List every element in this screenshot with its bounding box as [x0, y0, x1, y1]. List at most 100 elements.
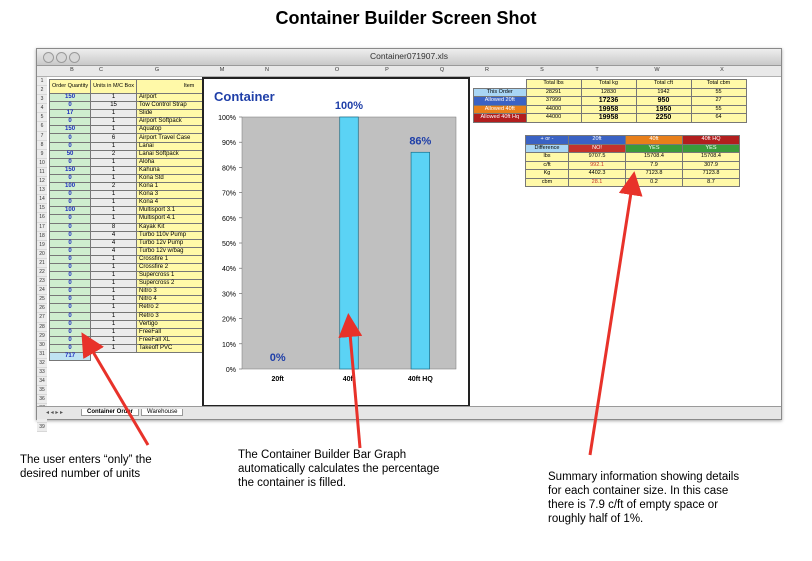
row-number[interactable]: 2 — [37, 86, 47, 96]
row-number[interactable]: 29 — [37, 331, 47, 341]
row-number[interactable]: 18 — [37, 231, 47, 241]
tab-warehouse[interactable]: Warehouse — [141, 409, 184, 416]
y-tick-label: 50% — [222, 241, 236, 248]
row-number[interactable]: 23 — [37, 277, 47, 287]
row-number[interactable]: 6 — [37, 122, 47, 132]
window-title: Container071907.xls — [370, 51, 448, 61]
annotation-line: automatically calculates the percentage — [238, 463, 440, 475]
y-tick-label: 40% — [222, 266, 236, 273]
row-number[interactable]: 9 — [37, 149, 47, 159]
row-number[interactable]: 1 — [37, 77, 47, 87]
col-letter[interactable]: P — [385, 67, 389, 73]
col-letter[interactable]: T — [595, 67, 599, 73]
zoom-button[interactable] — [69, 52, 80, 63]
annotation-middle: The Container Builder Bar Graph automati… — [238, 448, 439, 490]
x-tick-label: 20ft — [271, 376, 284, 383]
row-number[interactable]: 39 — [37, 422, 47, 432]
row-number[interactable]: 34 — [37, 377, 47, 387]
difference-value: 8.7 — [682, 177, 740, 187]
col-letter[interactable]: S — [540, 67, 544, 73]
minimize-button[interactable] — [56, 52, 67, 63]
y-tick-label: 60% — [222, 216, 236, 223]
row-number[interactable]: 4 — [37, 104, 47, 114]
annotation-right: Summary information showing details for … — [548, 470, 739, 526]
col-letter[interactable]: N — [265, 67, 269, 73]
bar-2 — [410, 151, 430, 370]
col-letter[interactable]: X — [720, 67, 724, 73]
row-number[interactable]: 33 — [37, 368, 47, 378]
row-number[interactable]: 3 — [37, 95, 47, 105]
row-number[interactable]: 13 — [37, 186, 47, 196]
arrow-to-bar — [338, 313, 363, 449]
annotation-line: desired number of units — [20, 468, 141, 480]
summary-header — [473, 79, 526, 88]
row-number[interactable]: 24 — [37, 286, 47, 296]
row-number[interactable]: 36 — [37, 395, 47, 405]
row-number[interactable]: 8 — [37, 140, 47, 150]
annotation-line: there is 7.9 c/ft of empty space or — [548, 499, 719, 511]
annotation-line: for each container size. In this case — [548, 485, 729, 497]
col-letter[interactable]: W — [654, 67, 660, 73]
annotation-line: Summary information showing details — [548, 471, 740, 483]
summary-cell: 64 — [690, 113, 747, 123]
row-number[interactable]: 10 — [37, 158, 47, 168]
row-number[interactable]: 11 — [37, 167, 47, 178]
x-tick-label: 40ft HQ — [408, 376, 433, 383]
row-number[interactable]: 22 — [37, 267, 47, 278]
bar-1 — [339, 116, 359, 370]
items-table: Order Quantity Units in M/C Box Item 150… — [48, 79, 243, 362]
col-letter[interactable]: R — [485, 67, 489, 73]
x-tick-label: 40ft — [343, 376, 356, 383]
col-letter[interactable]: O — [334, 67, 340, 73]
row-number[interactable]: 31 — [37, 349, 47, 359]
row-number[interactable]: 27 — [37, 313, 47, 323]
col-letter[interactable]: G — [154, 67, 160, 73]
chart-title: Container — [214, 89, 275, 104]
arrow-to-quantity — [81, 332, 150, 446]
close-button[interactable] — [43, 52, 54, 63]
y-tick-label: 0% — [226, 367, 236, 374]
row-number[interactable]: 17 — [37, 222, 47, 232]
tab-nav-arrows[interactable]: ◂ ◂ ▸ ▸ — [46, 410, 64, 416]
y-tick-label: 90% — [222, 140, 236, 147]
row-number[interactable]: 20 — [37, 249, 47, 259]
row-number[interactable]: 15 — [37, 204, 47, 214]
row-number[interactable]: 35 — [37, 386, 47, 396]
row-number[interactable]: 25 — [37, 295, 47, 305]
row-number[interactable]: 21 — [37, 258, 47, 268]
row-number[interactable]: 5 — [37, 113, 47, 123]
data-label: 100% — [335, 100, 363, 112]
row-number[interactable]: 32 — [37, 358, 47, 368]
row-number[interactable]: 26 — [37, 304, 47, 314]
y-tick-label: 10% — [222, 342, 236, 349]
row-number[interactable]: 30 — [37, 340, 47, 350]
window-titlebar: Container071907.xls — [37, 49, 781, 66]
col-letter[interactable]: B — [70, 67, 74, 73]
data-label: 0% — [270, 352, 286, 364]
arrow-to-summary — [588, 171, 643, 456]
row-number[interactable]: 7 — [37, 131, 47, 141]
col-letter[interactable]: M — [219, 67, 225, 73]
col-letter[interactable]: C — [99, 67, 103, 73]
row-number[interactable]: 16 — [37, 213, 47, 223]
tab-container-order[interactable]: Container Order — [81, 409, 140, 416]
annotation-line: roughly half of 1%. — [548, 513, 644, 525]
y-tick-label: 100% — [218, 115, 236, 122]
row-number[interactable]: 12 — [37, 177, 47, 187]
col-letter[interactable]: Q — [439, 67, 445, 73]
row-number[interactable]: 14 — [37, 195, 47, 205]
y-tick-label: 70% — [222, 191, 236, 198]
row-number[interactable]: 28 — [37, 322, 47, 332]
annotation-line: The user enters “only” the — [20, 454, 152, 466]
row-number[interactable]: 19 — [37, 240, 47, 250]
